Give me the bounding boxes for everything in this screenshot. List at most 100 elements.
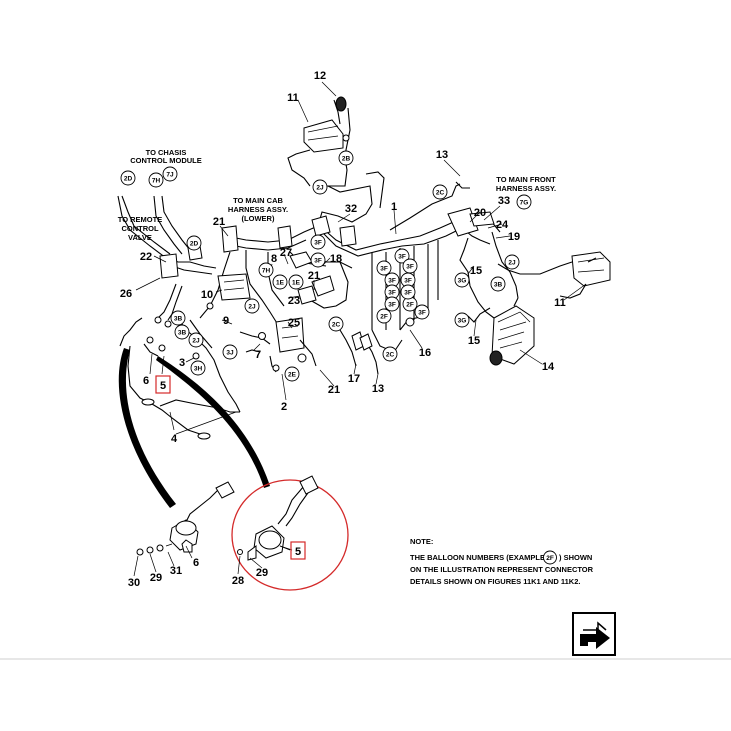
callout-13: 13 xyxy=(436,149,448,161)
callout-25: 25 xyxy=(288,317,300,329)
balloon: 3H xyxy=(190,360,206,376)
balloon: 2J xyxy=(244,298,260,314)
callout-29-b: 29 xyxy=(256,567,268,579)
caption-chassis-line1: TO CHASIS xyxy=(146,148,187,157)
callout-22: 22 xyxy=(140,251,152,263)
svg-text:3F: 3F xyxy=(388,290,396,297)
callout-17: 17 xyxy=(348,373,360,385)
wire-15 xyxy=(467,285,495,323)
callout-15-b: 15 xyxy=(468,335,480,347)
callout-9: 9 xyxy=(223,315,229,327)
callout-33: 33 xyxy=(498,195,510,207)
next-page-button[interactable] xyxy=(572,612,616,656)
svg-text:3F: 3F xyxy=(404,290,412,297)
balloon: 2C xyxy=(382,346,398,362)
note-line1-before: THE BALLOON NUMBERS (EXAMPLE: xyxy=(410,553,548,562)
connector-balloons: 2B 2J 7H 7J 2D 2D 2C 7G 3F 3F 7H 1E 1E 2… xyxy=(120,150,532,382)
balloon: 2D xyxy=(186,235,202,251)
callout-15: 15 xyxy=(470,265,482,277)
callout-27: 27 xyxy=(280,247,292,259)
svg-text:7H: 7H xyxy=(152,178,161,185)
svg-text:3F: 3F xyxy=(314,258,322,265)
callout-12: 12 xyxy=(314,70,326,82)
svg-text:2J: 2J xyxy=(248,304,256,311)
caption-chassis-line2: CONTROL MODULE xyxy=(130,156,202,165)
note-block: NOTE: THE BALLOON NUMBERS (EXAMPLE: 2F )… xyxy=(410,537,594,586)
callout-21: 21 xyxy=(213,216,225,228)
balloon: 3J xyxy=(222,344,238,360)
arrow-next-icon xyxy=(580,621,610,649)
balloon: 7J xyxy=(162,166,178,182)
harness-main-run xyxy=(317,171,519,299)
svg-text:2E: 2E xyxy=(288,372,297,379)
balloon: 3B xyxy=(170,310,186,326)
svg-text:2F: 2F xyxy=(380,314,388,321)
caption-maincab-line2: HARNESS ASSY. xyxy=(228,205,288,214)
harness-left-center xyxy=(199,215,357,373)
balloon: 3F xyxy=(400,284,416,300)
callout-24: 24 xyxy=(496,219,509,231)
balloon: 3F xyxy=(414,304,430,320)
caption-remote-line1: TO REMOTE xyxy=(118,215,162,224)
balloon: 2J xyxy=(504,254,520,270)
highlight-item-5-detail: 5 xyxy=(290,541,306,560)
balloon: 3F xyxy=(384,296,400,312)
highlight-label-5-location: 5 xyxy=(160,380,166,392)
svg-text:3F: 3F xyxy=(398,254,406,261)
balloon: 2J xyxy=(312,179,328,195)
balloon: 3G xyxy=(454,272,470,288)
svg-text:3J: 3J xyxy=(226,350,234,357)
balloon: 2F xyxy=(402,296,418,312)
svg-text:3B: 3B xyxy=(174,316,183,323)
highlight-item-5-location: 5 xyxy=(155,375,171,394)
svg-text:3B: 3B xyxy=(178,330,187,337)
balloon: 2B xyxy=(338,150,354,166)
balloon: 2D xyxy=(120,170,136,186)
callout-10: 10 xyxy=(201,289,213,301)
balloon: 7H xyxy=(258,262,274,278)
svg-text:3F: 3F xyxy=(388,278,396,285)
caption-maincab-line3: (LOWER) xyxy=(242,214,275,223)
balloon: 3F xyxy=(402,258,418,274)
callout-7: 7 xyxy=(255,349,261,361)
svg-text:2J: 2J xyxy=(192,338,200,345)
callout-6-b: 6 xyxy=(193,557,199,569)
solenoid-detail-right xyxy=(231,475,349,591)
callout-19: 19 xyxy=(508,231,520,243)
svg-text:3F: 3F xyxy=(418,310,426,317)
callout-3: 3 xyxy=(179,357,185,369)
callout-23: 23 xyxy=(288,295,300,307)
callout-32: 32 xyxy=(345,203,357,215)
caption-remote-line3: VALVE xyxy=(128,233,152,242)
note-line1-after: ) SHOWN xyxy=(559,553,592,562)
connector-11-right xyxy=(497,251,611,299)
caption-remote-line2: CONTROL xyxy=(121,224,158,233)
caption-mainfront-line1: TO MAIN FRONT xyxy=(496,175,556,184)
balloon: 3F xyxy=(400,272,416,288)
note-heading: NOTE: xyxy=(410,537,433,546)
callout-30: 30 xyxy=(128,577,140,589)
svg-text:1E: 1E xyxy=(292,280,301,287)
callout-28: 28 xyxy=(232,575,244,587)
callout-29: 29 xyxy=(150,572,162,584)
callout-14: 14 xyxy=(542,361,555,373)
callout-21-b: 21 xyxy=(308,270,320,282)
balloon: 3G xyxy=(454,312,470,328)
svg-text:3F: 3F xyxy=(314,240,322,247)
highlight-label-5-detail: 5 xyxy=(295,546,301,558)
balloon: 3F xyxy=(310,234,326,250)
svg-text:3H: 3H xyxy=(194,366,203,373)
balloon: 7G xyxy=(516,194,532,210)
callout-21-c: 21 xyxy=(328,384,340,396)
callout-4: 4 xyxy=(171,433,178,445)
callout-8: 8 xyxy=(271,253,277,265)
svg-text:3F: 3F xyxy=(388,302,396,309)
caption-mainfront-line2: HARNESS ASSY. xyxy=(496,184,556,193)
callout-11-b: 11 xyxy=(554,297,566,309)
connector-11-top xyxy=(287,96,351,187)
svg-text:3F: 3F xyxy=(404,278,412,285)
svg-text:7G: 7G xyxy=(520,200,529,207)
callout-1: 1 xyxy=(391,201,397,213)
svg-text:3F: 3F xyxy=(406,264,414,271)
